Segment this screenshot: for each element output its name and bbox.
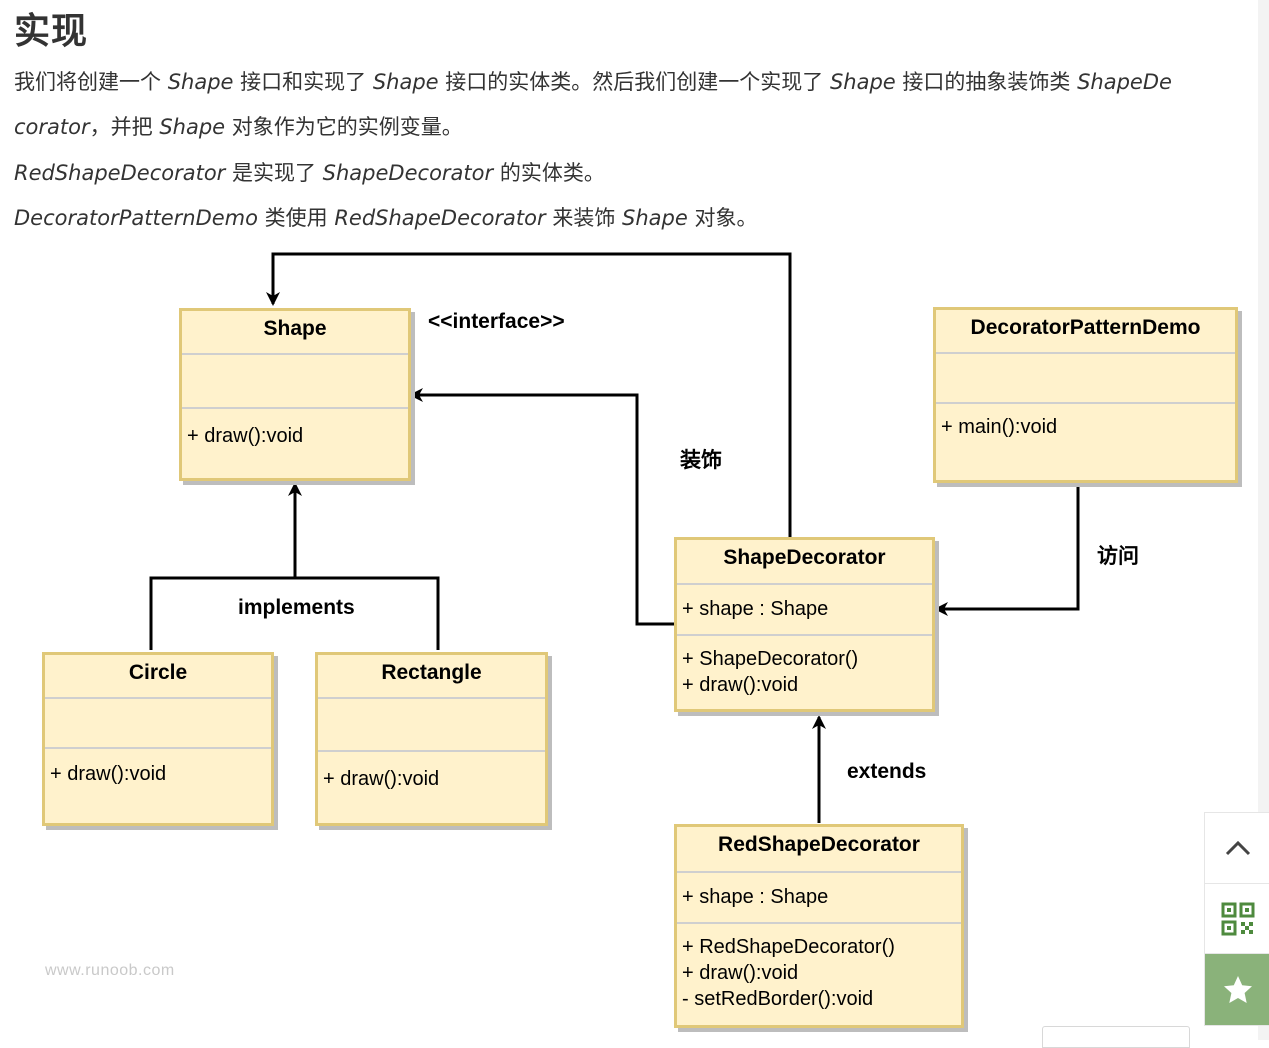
text-run: 类使用 — [257, 206, 335, 230]
method: + draw():void — [50, 763, 167, 785]
class-name: Rectangle — [381, 661, 482, 684]
divider — [677, 871, 961, 873]
divider — [677, 634, 932, 636]
visits-label: 访问 — [1097, 545, 1139, 568]
chevron-up-icon — [1225, 840, 1250, 856]
code-term: RedShapeDecorator — [14, 161, 226, 185]
implements-line-rectangle — [295, 576, 440, 650]
code-term: corator — [14, 115, 90, 139]
implements-label: implements — [238, 596, 355, 619]
divider — [45, 697, 271, 699]
section-heading: 实现 — [14, 11, 89, 52]
text-run: 是实现了 — [225, 161, 323, 185]
divider — [936, 402, 1235, 404]
class-name: Circle — [128, 661, 188, 684]
class-name: Shape — [263, 317, 327, 340]
method: + RedShapeDecorator() — [682, 936, 895, 958]
code-term: Shape — [372, 70, 439, 94]
text-run: 来装饰 — [545, 206, 622, 230]
code-term: ShapeDe — [1077, 70, 1172, 94]
uml-connectors — [149, 252, 1080, 823]
method: - setRedBorder():void — [682, 988, 874, 1010]
class-name: DecoratorPatternDemo — [970, 316, 1201, 339]
attribute: + shape : Shape — [682, 598, 829, 620]
method: + ShapeDecorator() — [682, 648, 859, 670]
divider — [936, 352, 1235, 354]
implements-line-circle — [149, 576, 295, 650]
extends-label: extends — [847, 760, 927, 783]
decorates-line — [409, 388, 674, 626]
method: + draw():void — [323, 768, 440, 790]
attribute: + shape : Shape — [682, 886, 829, 908]
code-term: Shape — [167, 70, 234, 94]
code-term: Shape — [159, 115, 226, 139]
text-run: 接口和实现了 — [233, 70, 373, 94]
favorite-button[interactable] — [1205, 953, 1269, 1025]
text-run: 我们将创建一个 — [14, 70, 168, 94]
code-term: ShapeDecorator — [322, 161, 494, 185]
uml-class-diagram: Shape + draw():void Circle + draw():void… — [0, 240, 1258, 1040]
text-run: 的实体类。 — [493, 161, 605, 185]
method: + draw():void — [187, 425, 304, 447]
demo-paragraph: DecoratorPatternDemo 类使用 RedShapeDecorat… — [14, 196, 757, 240]
class-shape: Shape + draw():void — [179, 308, 411, 481]
star-icon — [1223, 975, 1252, 1003]
divider — [45, 747, 271, 749]
class-red-shape-decorator: RedShapeDecorator + shape : Shape + RedS… — [674, 824, 964, 1028]
intro-paragraph-line-2: corator，并把 Shape 对象作为它的实例变量。 — [14, 105, 463, 149]
class-name: RedShapeDecorator — [718, 833, 920, 856]
visits-line — [934, 482, 1080, 616]
code-term: Shape — [829, 70, 896, 94]
class-circle: Circle + draw():void — [42, 652, 274, 826]
text-run: 对象。 — [687, 206, 758, 230]
text-run: 接口的实体类。然后我们创建一个实现了 — [438, 70, 830, 94]
back-to-top-button[interactable] — [1205, 813, 1269, 883]
method: + main():void — [941, 416, 1058, 438]
text-run: 接口的抽象装饰类 — [895, 70, 1078, 94]
text-run: 对象作为它的实例变量。 — [225, 115, 463, 139]
page-scroll-gutter — [1258, 0, 1269, 1040]
divider — [182, 407, 408, 409]
class-rectangle: Rectangle + draw():void — [315, 652, 548, 826]
qr-code-icon — [1221, 902, 1254, 935]
class-decorator-pattern-demo: DecoratorPatternDemo + main():void — [933, 307, 1238, 483]
divider — [318, 697, 545, 699]
aggregation-line — [266, 252, 792, 538]
floating-toolbar — [1204, 812, 1269, 1026]
divider — [182, 353, 408, 355]
code-term: RedShapeDecorator — [334, 206, 546, 230]
text-run: ，并把 — [89, 115, 160, 139]
qr-code-button[interactable] — [1205, 883, 1269, 953]
divider — [677, 922, 961, 924]
method: + draw():void — [682, 962, 799, 984]
interface-stereotype: <<interface>> — [428, 310, 565, 333]
class-name: ShapeDecorator — [723, 546, 886, 569]
decorates-label: 装饰 — [680, 449, 722, 472]
intro-paragraph-line-1: 我们将创建一个 Shape 接口和实现了 Shape 接口的实体类。然后我们创建… — [14, 60, 1172, 104]
site-watermark: www.runoob.com — [45, 962, 175, 979]
class-shape-decorator: ShapeDecorator + shape : Shape + ShapeDe… — [674, 537, 935, 712]
red-decorator-paragraph: RedShapeDecorator 是实现了 ShapeDecorator 的实… — [14, 151, 605, 195]
divider — [318, 750, 545, 752]
bottom-floating-tab[interactable] — [1042, 1026, 1190, 1048]
divider — [677, 583, 932, 585]
method: + draw():void — [682, 674, 799, 696]
code-term: Shape — [622, 206, 688, 230]
code-term: DecoratorPatternDemo — [14, 206, 258, 230]
